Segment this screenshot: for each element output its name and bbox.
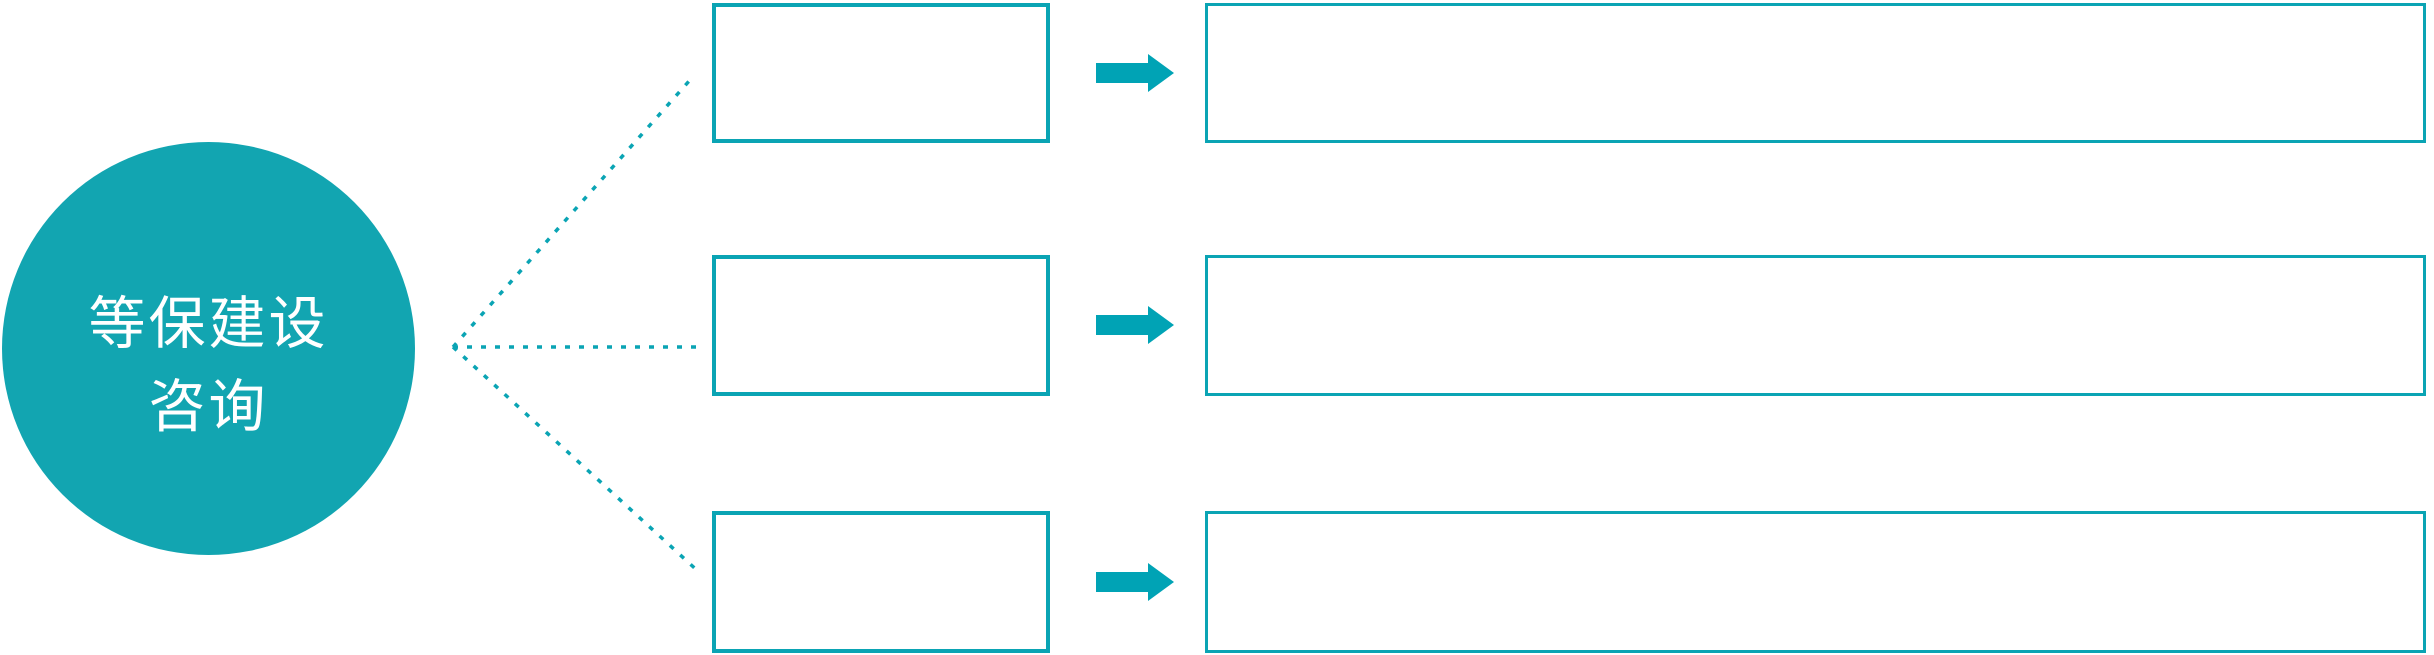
detail-box-1 (1205, 3, 2426, 143)
right-arrow-shape (1096, 306, 1174, 344)
dotted-line-top-icon (451, 78, 692, 349)
sub-topic-box-2 (712, 255, 1050, 396)
topic-circle-label: 等保建设 咨询 (89, 283, 329, 448)
topic-circle-label-line2: 咨询 (148, 373, 269, 440)
topic-circle-label-line1: 等保建设 (88, 290, 329, 357)
detail-box-3 (1205, 511, 2426, 653)
detail-box-2 (1205, 255, 2426, 396)
dotted-line-bottom-icon (451, 345, 702, 575)
right-arrow-shape (1096, 563, 1174, 601)
right-arrow-icon (1096, 306, 1174, 344)
sub-topic-box-3 (712, 511, 1050, 653)
right-arrow-icon (1096, 563, 1174, 601)
right-arrow-shape (1096, 54, 1174, 92)
right-arrow-icon (1096, 54, 1174, 92)
topic-circle: 等保建设 咨询 (2, 142, 415, 555)
sub-topic-box-1 (712, 3, 1050, 143)
